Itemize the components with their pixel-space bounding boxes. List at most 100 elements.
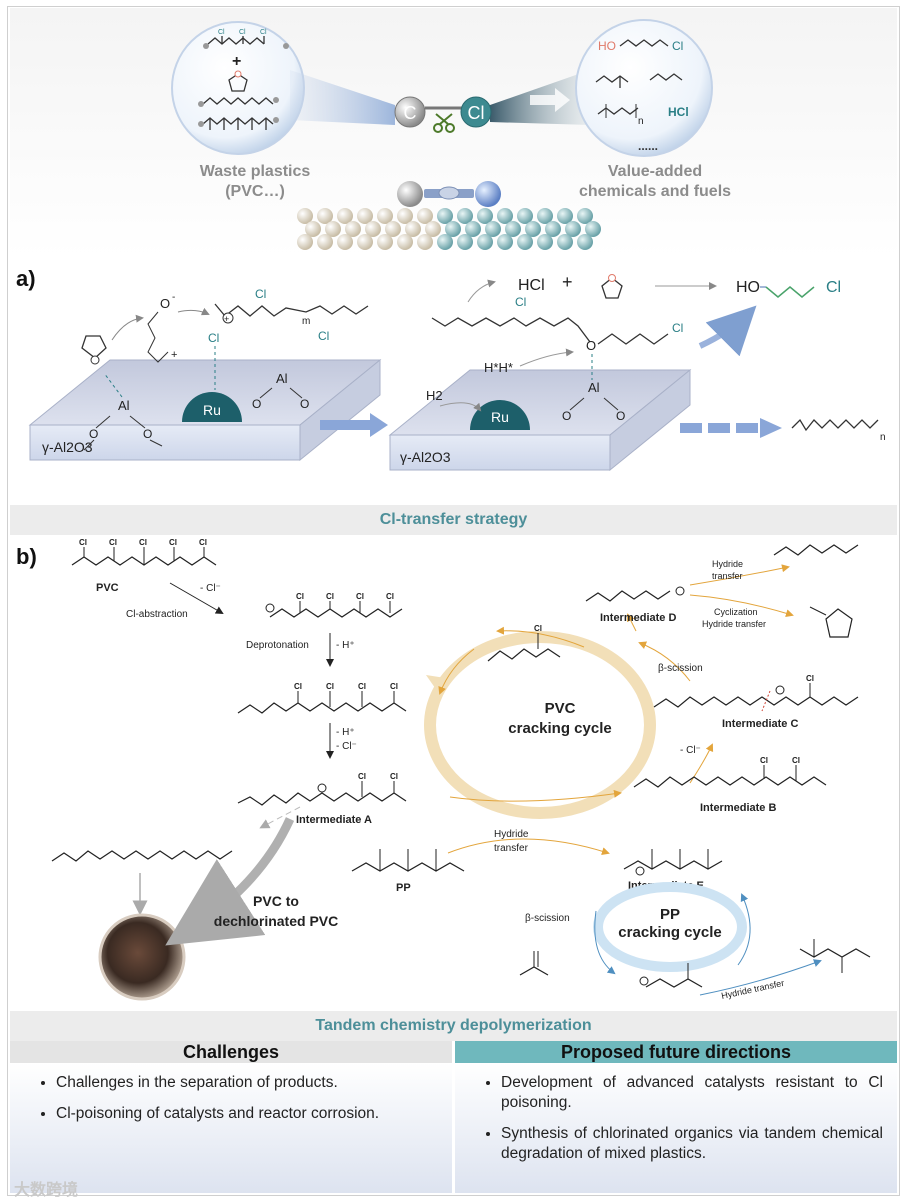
o-right-1: O [562, 409, 571, 423]
cat-cl-4: Cl [386, 592, 394, 601]
ic-cl: Cl [806, 674, 814, 683]
blue-ball [475, 181, 501, 207]
pp-cycle-title: PP [660, 906, 680, 923]
graphical-abstract-panel [10, 8, 897, 258]
catalyst-bead [437, 234, 453, 250]
cl-right-chain: Cl [515, 295, 526, 309]
challenge-item-2: Cl-poisoning of catalysts and reactor co… [56, 1104, 438, 1124]
beta-scission-2: β-scission [525, 913, 570, 924]
dechlor-label-1: PVC to [253, 893, 299, 909]
pp-cycle-subtitle: cracking cycle [618, 924, 721, 941]
hydride-mid-1: Hydride [494, 829, 529, 840]
catalyst-bead [297, 208, 313, 224]
plus-sign-a: + [171, 349, 177, 361]
catalyst-bead [557, 208, 573, 224]
o-mid-1: O [252, 397, 261, 411]
product-hcl: HCl [668, 105, 689, 119]
dechlor-label-2: dechlorinated PVC [214, 913, 338, 929]
panel-b-label: b) [16, 544, 37, 569]
future-item-2: Synthesis of chlorinated organics via ta… [501, 1124, 883, 1164]
pvc-cl-4: Cl [169, 538, 177, 547]
catalyst-bead [457, 208, 473, 224]
pe-chain [202, 97, 274, 105]
o-right: O [586, 338, 596, 353]
polyethylene-product [791, 418, 879, 432]
catalyst-bead [537, 208, 553, 224]
catalyst-bead [417, 208, 433, 224]
dechlorination-big-arrow [165, 817, 295, 946]
catalyst-bead [425, 221, 441, 237]
ru-particle-right [470, 400, 530, 430]
left-beam [290, 70, 395, 125]
pvc-cycle-ring [424, 631, 656, 819]
isobutene-product [519, 966, 549, 976]
catalyst-bead [577, 208, 593, 224]
pvc-cl-1: Cl [79, 538, 87, 547]
left-support-label: γ-Al2O3 [42, 439, 93, 455]
h-plus-1: - H⁺ [336, 640, 355, 651]
cyclization-hydride: Hydride transfer [702, 619, 766, 629]
intermediate-c-chain [653, 696, 859, 708]
n-subscript-a: n [880, 432, 886, 443]
ru-particle-left [182, 392, 242, 422]
o-mid-2: O [300, 397, 309, 411]
handshake-icon [438, 186, 460, 200]
intermediate-a-chain [237, 792, 407, 806]
cl-minus-2: - Cl⁻ [336, 741, 357, 752]
carbocation: + [224, 314, 229, 324]
ib-cl-1: Cl [760, 756, 768, 765]
catalyst-bead [565, 221, 581, 237]
top-cl-1: Cl [218, 29, 225, 36]
cat-cl-3: Cl [356, 592, 364, 601]
catalyst-bead [397, 208, 413, 224]
allyl-fragment [487, 648, 561, 662]
step1-cl: - Cl⁻ [200, 583, 221, 594]
panel-b-diagram: Cl Cl Cl Cl Cl PVC - Cl⁻ Cl-abstraction … [51, 538, 871, 1001]
o-left-2: O [143, 427, 152, 441]
top-plus: + [232, 53, 241, 70]
hh-label: H*H* [484, 360, 513, 375]
catalyst-bead [377, 208, 393, 224]
product-ho: HO [598, 39, 616, 53]
catalyst-bead [437, 208, 453, 224]
catalyst-bead [417, 234, 433, 250]
hcl-label: HCl [518, 277, 545, 294]
catalyst-bead [497, 234, 513, 250]
ib-cl-2: Cl [792, 756, 800, 765]
future-directions-box: Development of advanced catalysts resist… [455, 1063, 897, 1193]
thf-ring [228, 73, 248, 92]
intermediate-d-chain [585, 590, 671, 602]
pvc-alkene [237, 702, 407, 714]
pvc-cycle-subtitle: cracking cycle [508, 720, 611, 737]
value-added-label: Value-added [608, 163, 702, 180]
catalyst-bead [397, 234, 413, 250]
product-arrow [698, 305, 757, 357]
cyclization-label: Cyclization [714, 607, 758, 617]
pvc-cl-3: Cl [139, 538, 147, 547]
catalyst-bead [325, 221, 341, 237]
ia-cl-2: Cl [390, 772, 398, 781]
catalyst-bead [337, 208, 353, 224]
minus-sign: - [172, 292, 175, 303]
cl-right-end: Cl [672, 321, 683, 335]
cyclopentadiene-product [825, 608, 853, 638]
pvc-cl-2: Cl [109, 538, 117, 547]
pvc-cycle-title: PVC [545, 700, 576, 717]
carbon-atom [394, 96, 426, 128]
product-n: n [638, 116, 644, 127]
product-dots: ...... [638, 139, 658, 153]
challenges-box: Challenges in the separation of products… [10, 1063, 452, 1193]
panel-a-diagram: γ-Al2O3 γ-Al2O3 Ru Ru Al O O Al O O O - … [28, 272, 886, 472]
catalyst-bead [445, 221, 461, 237]
dechlorination-arrow [680, 418, 782, 438]
m-subscript: m [302, 316, 310, 327]
cat-cl-2: Cl [326, 592, 334, 601]
transfer-arrow [320, 413, 388, 437]
top-cl-3: Cl [260, 29, 267, 36]
watermark: 大数跨境 [14, 1182, 79, 1199]
catalyst-bead [585, 221, 601, 237]
cl-minus-3: - Cl⁻ [680, 745, 701, 756]
intermediate-e-chain [623, 860, 723, 870]
catalyst-bead [337, 234, 353, 250]
scissors-icon [433, 113, 455, 133]
